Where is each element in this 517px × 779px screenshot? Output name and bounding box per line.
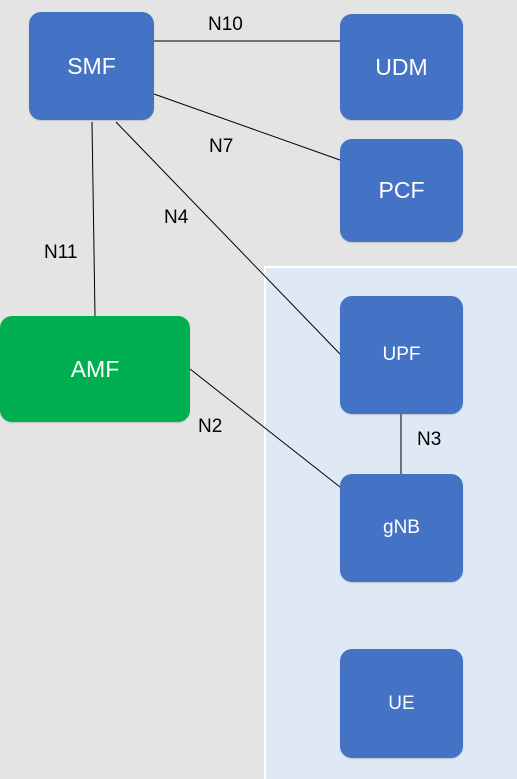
label-n7: N7 bbox=[209, 136, 234, 157]
upf-node: UPF bbox=[340, 296, 463, 414]
link-n11 bbox=[91, 121, 96, 317]
label-n10: N10 bbox=[208, 14, 243, 35]
amf-node: AMF bbox=[0, 316, 190, 422]
link-n7 bbox=[153, 93, 341, 161]
smf-node: SMF bbox=[29, 12, 154, 120]
pcf-node: PCF bbox=[340, 139, 463, 242]
link-n2 bbox=[189, 368, 341, 488]
label-n3: N3 bbox=[417, 429, 442, 450]
gnb-node: gNB bbox=[340, 474, 463, 582]
ue-node: UE bbox=[340, 649, 463, 758]
link-n4 bbox=[115, 121, 341, 355]
udm-node: UDM bbox=[340, 14, 463, 120]
label-n2: N2 bbox=[198, 416, 223, 437]
label-n4: N4 bbox=[164, 207, 189, 228]
label-n11: N11 bbox=[44, 242, 78, 263]
